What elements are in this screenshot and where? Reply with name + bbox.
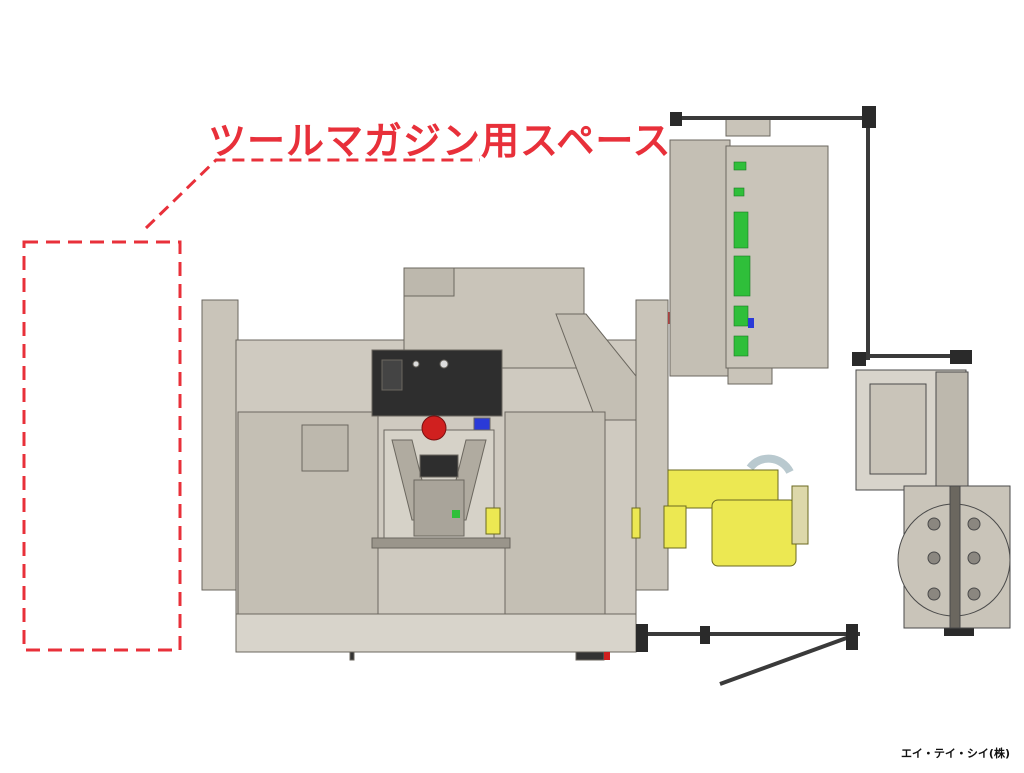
rotary-table-icon [855,369,1011,629]
robot-arm-icon [485,454,809,567]
tool-magazine-space [22,158,480,652]
tool-magazine-dashed-box [22,240,182,652]
machining-center-icon [201,267,674,661]
control-panel-icon [669,117,829,385]
tool-magazine-space-label: ツールマガジン用スペース [208,119,672,163]
callout-leader-line [144,158,480,230]
company-credit: エイ・テイ・シイ(株) [900,747,1010,760]
